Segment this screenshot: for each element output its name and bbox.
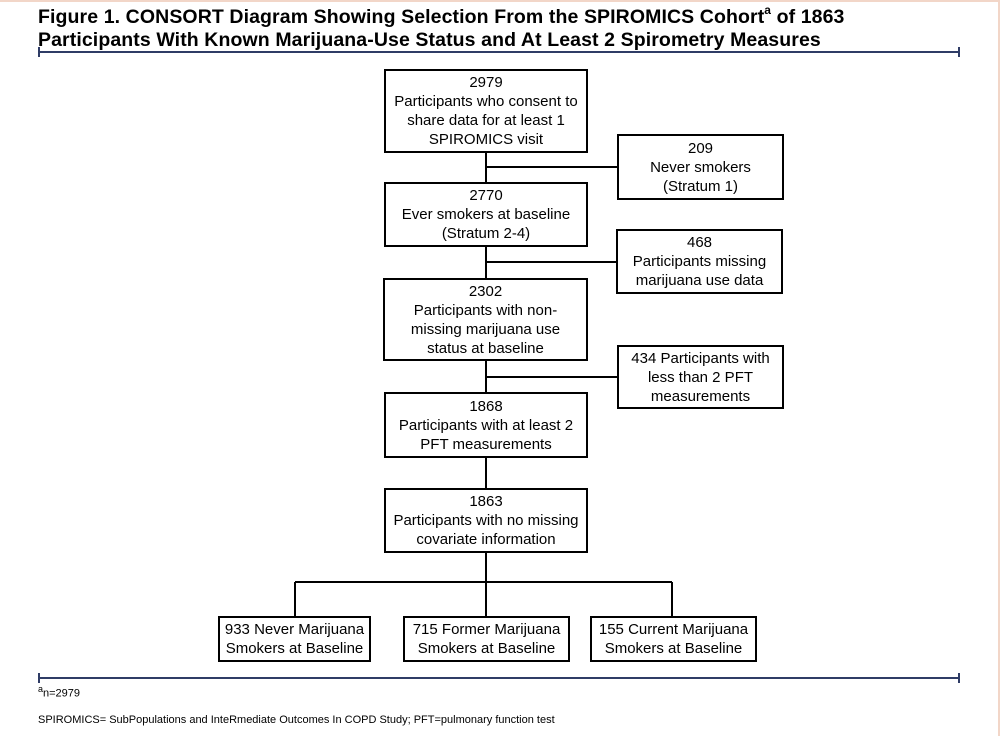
box-consent: 2979 Participants who consent to share d…	[384, 69, 588, 153]
right-accent-line	[998, 0, 1000, 736]
box-ever-smokers: 2770 Ever smokers at baseline (Stratum 2…	[384, 182, 588, 247]
box-less-than-2-pft: 434 Participants with less than 2 PFT me…	[617, 345, 784, 409]
box-current-marijuana: 155 Current Marijuana Smokers at Baselin…	[590, 616, 757, 662]
figure-title: Figure 1. CONSORT Diagram Showing Select…	[38, 2, 978, 52]
footnote-abbreviations: SPIROMICS= SubPopulations and InteRmedia…	[38, 714, 555, 726]
box-nonmissing-status: 2302 Participants with non- missing mari…	[383, 278, 588, 361]
title-line-1: Figure 1. CONSORT Diagram Showing Select…	[38, 2, 845, 29]
top-accent-line	[0, 0, 1000, 2]
box-never-marijuana: 933 Never Marijuana Smokers at Baseline	[218, 616, 371, 662]
box-missing-marijuana: 468 Participants missing marijuana use d…	[616, 229, 783, 294]
footnote-n: an=2979	[38, 684, 81, 700]
box-at-least-2-pft: 1868 Participants with at least 2 PFT me…	[384, 392, 588, 458]
title-line-2: Participants With Known Marijuana-Use St…	[38, 29, 821, 51]
box-former-marijuana: 715 Former Marijuana Smokers at Baseline	[403, 616, 570, 662]
footer-divider	[38, 673, 960, 683]
title-divider	[38, 47, 960, 57]
title-footnote-marker: a	[764, 2, 772, 17]
box-never-smokers: 209 Never smokers (Stratum 1)	[617, 134, 784, 200]
box-no-missing-covariate: 1863 Participants with no missing covari…	[384, 488, 588, 553]
